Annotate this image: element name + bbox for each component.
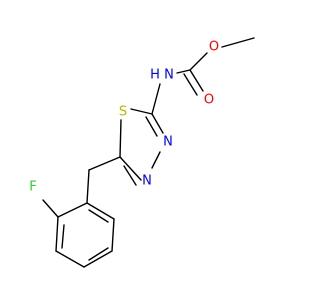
- bond-benzene-2: [55, 216, 59, 252]
- bond-benzene-inner-1: [61, 224, 65, 249]
- bond-benzene-3: [55, 250, 85, 268]
- atom-labels: O O N H S N N F: [29, 40, 219, 195]
- bond-ring-c2-n3-a: [151, 113, 164, 134]
- molecule-diagram: O O N H S N N F: [29, 37, 255, 268]
- bond-methylene-phenyl: [86, 169, 90, 204]
- bond-benzene-5: [111, 218, 115, 252]
- bond-ester-oxygen-carbonyl-carbon: [189, 52, 208, 71]
- ring-nitrogen-lower-label: N: [142, 174, 152, 189]
- bond-ring-n3-n4: [151, 151, 161, 169]
- bond-ring-n4-c5-a: [119, 156, 142, 181]
- bond-carbonyl-double-a: [189, 69, 204, 92]
- ring-nitrogen-upper-label: N: [163, 135, 173, 150]
- bond-ring-c2-n3-b: [145, 116, 158, 137]
- bond-benzene-1: [57, 202, 88, 218]
- bond-phenyl-fluorine: [42, 199, 59, 218]
- bond-carbonyl-double-b: [183, 73, 198, 96]
- ring-sulfur-label: S: [119, 105, 127, 120]
- bond-ring-carbon-sulfur: [130, 108, 153, 115]
- carbonyl-oxygen-label: O: [204, 93, 214, 108]
- bond-ring-c5-methylene: [88, 156, 121, 171]
- amide-hydrogen-label: H: [150, 68, 160, 83]
- bonds: [42, 37, 255, 268]
- bond-benzene-6: [86, 202, 115, 220]
- bond-benzene-inner-3: [88, 209, 109, 223]
- bond-benzene-inner-2: [88, 247, 109, 261]
- bond-benzene-4: [83, 250, 113, 268]
- bond-methyl-ester-oxygen: [221, 37, 255, 48]
- bond-ring-n4-c5-b: [123, 165, 137, 186]
- ester-oxygen-label: O: [209, 40, 219, 55]
- bond-amide-nitrogen-ring-carbon: [151, 83, 161, 115]
- amide-nitrogen-label: N: [164, 68, 174, 83]
- bond-ring-c5-sulfur: [119, 119, 122, 158]
- bond-carbonyl-carbon-amide-nitrogen: [176, 69, 191, 74]
- structure-drawing: O O N H S N N F: [29, 37, 255, 268]
- fluorine-label: F: [29, 180, 36, 195]
